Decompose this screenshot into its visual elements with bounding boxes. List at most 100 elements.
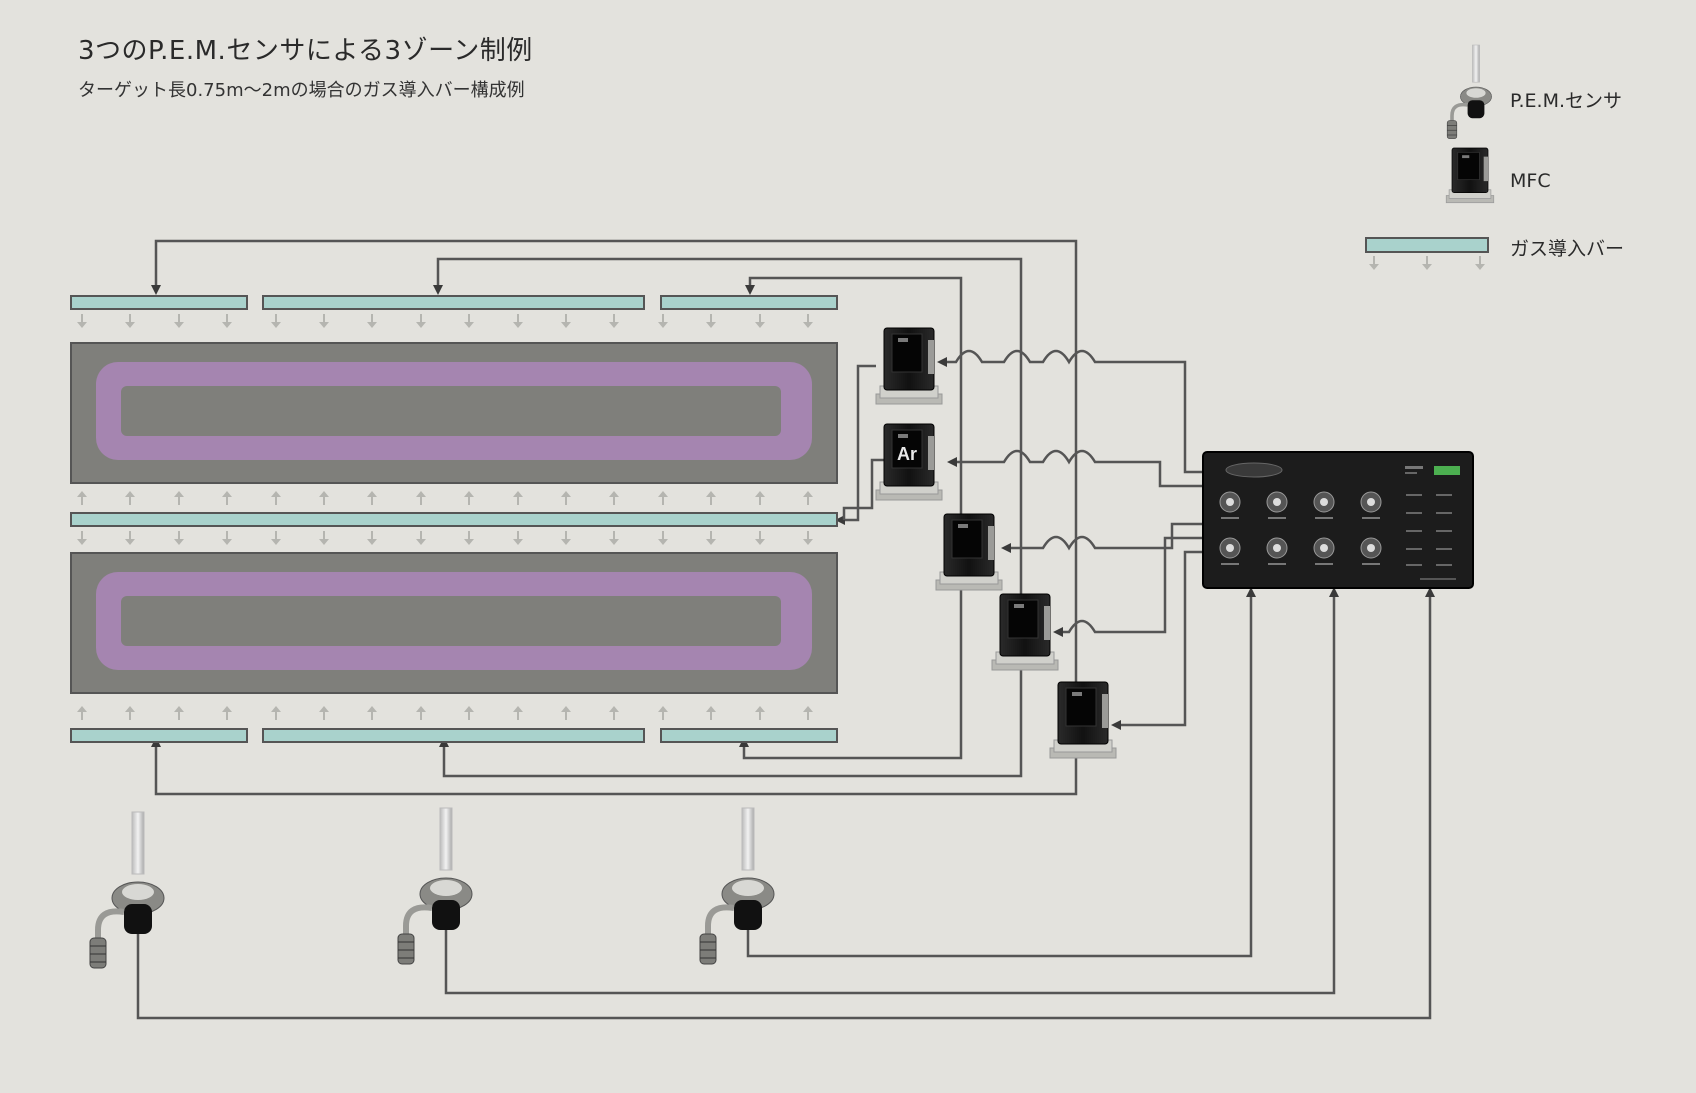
legend-gas-bar-icon [1365,237,1489,271]
gas-flow-arrow [754,313,766,329]
gas-flow-arrow [366,313,378,329]
legend-sensor-label: P.E.M.センサ [1510,90,1623,112]
gas-flow-arrow [463,313,475,329]
gas-flow-arrow [802,313,814,329]
pem-sensor-3 [700,808,774,964]
controller-knob-center [1320,544,1328,552]
gas-flow-arrow [754,490,766,506]
gas-flow-arrow [124,490,136,506]
controller-knob-label [1221,517,1239,519]
pem-sensor-2 [398,808,472,964]
controller-knob-label [1362,563,1380,565]
gas-flow-arrow [318,490,330,506]
controller-readout-line [1436,512,1452,514]
gas-flow-arrow [463,490,475,506]
gas-flow-arrow [608,313,620,329]
gas-flow-arrow [366,530,378,546]
controller-knob-center [1273,544,1281,552]
gas-flow-arrow [173,705,185,721]
gas-flow-arrow [463,530,475,546]
gas-flow-arrow [270,313,282,329]
controller-readout-line [1406,548,1422,550]
controller-readout-line [1406,530,1422,532]
gas-flow-arrow [221,705,233,721]
gas-flow-arrow [318,530,330,546]
gas-flow-arrow [318,313,330,329]
gas-flow-arrow [705,530,717,546]
gas-pipes [136,239,1435,1020]
controller-knob-label [1315,563,1333,565]
gas-bar-middle [70,512,838,527]
controller-readout-line [1406,564,1422,566]
legend-mfc-icon [1445,147,1495,204]
gas-flow-arrow [705,313,717,329]
gas-flow-arrow [415,705,427,721]
gas-flow-arrow [560,530,572,546]
controller-knob-center [1367,498,1375,506]
mfc-3 [935,513,1003,591]
gas-flow-arrow [124,313,136,329]
gas-flow-arrow [657,705,669,721]
gas-flow-arrow [221,530,233,546]
gas-flow-arrow [366,490,378,506]
gas-bars-top [70,295,838,310]
gas-flow-arrow [705,490,717,506]
controller-knob-label [1221,563,1239,565]
mfc-2: Ar [875,423,943,501]
gas-flow-arrow [366,705,378,721]
gas-flow-arrow [173,530,185,546]
controller-knob-center [1320,498,1328,506]
controller-knob-center [1367,544,1375,552]
gas-flow-arrow [608,705,620,721]
gas-flow-arrow [512,530,524,546]
gas-flow-arrow [415,313,427,329]
mfc-5 [1049,681,1117,759]
controller-knob-center [1226,498,1234,506]
gas-flow-arrow [318,705,330,721]
gas-flow-arrow [802,705,814,721]
gas-flow-arrow [657,313,669,329]
mfc-gas-label: Ar [897,444,917,464]
gas-flow-arrow [754,705,766,721]
target-upper [70,342,838,484]
page-title: 3つのP.E.M.センサによる3ゾーン制例 [78,36,533,66]
controller-knob-center [1226,544,1234,552]
controller-knobs [1219,491,1382,565]
gas-flow-arrow [608,530,620,546]
gas-flow-arrow [221,313,233,329]
controller-knob-label [1268,563,1286,565]
gas-flow-arrow [512,705,524,721]
target-lower [70,552,838,694]
legend-bar-label: ガス導入バー [1510,238,1625,260]
controller-unit [1202,451,1474,589]
gas-flow-arrow [560,490,572,506]
gas-flow-arrow [124,530,136,546]
gas-flow-arrow [173,313,185,329]
gas-flow-arrow [802,490,814,506]
gas-flow-arrow [76,705,88,721]
controller-readout-line [1436,564,1452,566]
gas-flow-arrow [76,313,88,329]
controller-readout-line [1436,548,1452,550]
gas-flow-arrow [657,490,669,506]
gas-flow-arrow [754,530,766,546]
gas-bars-bottom [70,728,838,743]
controller-knob-label [1315,517,1333,519]
legend-sensor-icon [1445,43,1494,141]
gas-flow-arrow [76,490,88,506]
pem-sensor-1 [90,812,164,968]
gas-flow-arrow [560,313,572,329]
gas-flow-arrow [270,490,282,506]
controller-readout-line [1436,530,1452,532]
gas-flow-arrow [802,530,814,546]
gas-flow-arrow [76,530,88,546]
gas-flow-arrow [560,705,572,721]
gas-flow-arrow [512,313,524,329]
gas-flow-arrow [512,490,524,506]
controller-knob-label [1268,517,1286,519]
mfc-1 [875,327,943,405]
gas-flow-arrow [705,705,717,721]
controller-knob-label [1362,517,1380,519]
controller-readout-line [1406,494,1422,496]
